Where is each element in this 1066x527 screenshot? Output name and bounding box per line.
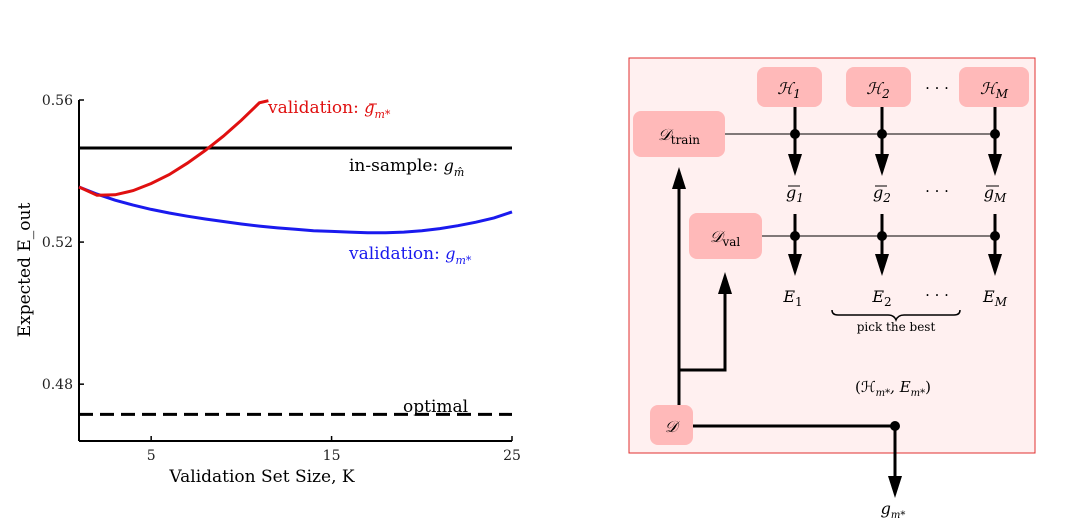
svg-text:ℋ1: ℋ1 <box>777 79 800 101</box>
optimal-label: optimal <box>403 397 468 417</box>
x-axis-label: Validation Set Size, K <box>168 467 354 487</box>
x-tick-label: 25 <box>503 448 521 464</box>
pick-best-label: pick the best <box>857 320 936 334</box>
chart-ticks: 5 15 25 0.48 0.52 0.56 <box>42 93 521 464</box>
d-node: 𝒟 <box>650 405 693 445</box>
svg-text:ℋ2: ℋ2 <box>866 79 889 101</box>
svg-text:E1: E1 <box>782 287 802 309</box>
hypothesis-node-m: ℋM <box>959 67 1029 107</box>
diagram-junctions <box>790 129 1000 431</box>
series-line-1 <box>78 185 513 235</box>
in-sample-label: in-sample: gm̂ <box>349 156 464 179</box>
x-tick-label: 5 <box>147 448 156 464</box>
d-val-node: 𝒟val <box>689 213 762 259</box>
hypothesis-node-2: ℋ2 <box>846 67 911 107</box>
svg-text:𝒟train: 𝒟train <box>658 125 700 147</box>
validation-chart: 5 15 25 0.48 0.52 0.56 validation: gm* in-sam… <box>15 93 521 487</box>
svg-text:𝒟val: 𝒟val <box>710 227 741 249</box>
hypothesis-dots: · · · <box>925 79 949 97</box>
svg-text:𝒟: 𝒟 <box>665 417 681 436</box>
y-axis-label: Expected E_out <box>15 203 35 338</box>
svg-text:EM: EM <box>982 287 1008 309</box>
series-line-2 <box>78 99 269 197</box>
pick-best-brace <box>831 309 961 323</box>
svg-text:g1: g1 <box>786 183 804 205</box>
svg-text:E2: E2 <box>871 287 891 309</box>
x-tick-label: 15 <box>323 448 341 464</box>
red-series-label: validation: gm* <box>267 98 391 121</box>
final-pair-label: (ℋm*, Em*) <box>855 378 931 399</box>
svg-text:· · ·: · · · <box>925 286 949 304</box>
blue-series-label: validation: gm* <box>348 244 472 267</box>
svg-text:ℋM: ℋM <box>980 79 1009 101</box>
svg-text:gM: gM <box>984 183 1007 205</box>
hypothesis-node-1: ℋ1 <box>757 67 822 107</box>
y-tick-label: 0.56 <box>42 93 73 109</box>
d-train-node: 𝒟train <box>633 111 725 157</box>
validation-diagram: ℋ1 ℋ2 ℋM · · · 𝒟train 𝒟val 𝒟 g1 <box>628 57 1036 521</box>
diagram-arrowheads <box>672 154 1002 498</box>
chart-axes <box>78 100 512 442</box>
y-tick-label: 0.48 <box>42 377 73 393</box>
e-row: E1 E2 · · · EM <box>782 286 1007 309</box>
final-output-label: gm* <box>881 499 906 521</box>
svg-text:· · ·: · · · <box>925 182 949 200</box>
g-row: g1 g2 · · · gM <box>786 182 1007 205</box>
svg-text:g2: g2 <box>873 183 891 205</box>
chart-series <box>78 99 513 416</box>
y-tick-label: 0.52 <box>42 235 73 251</box>
